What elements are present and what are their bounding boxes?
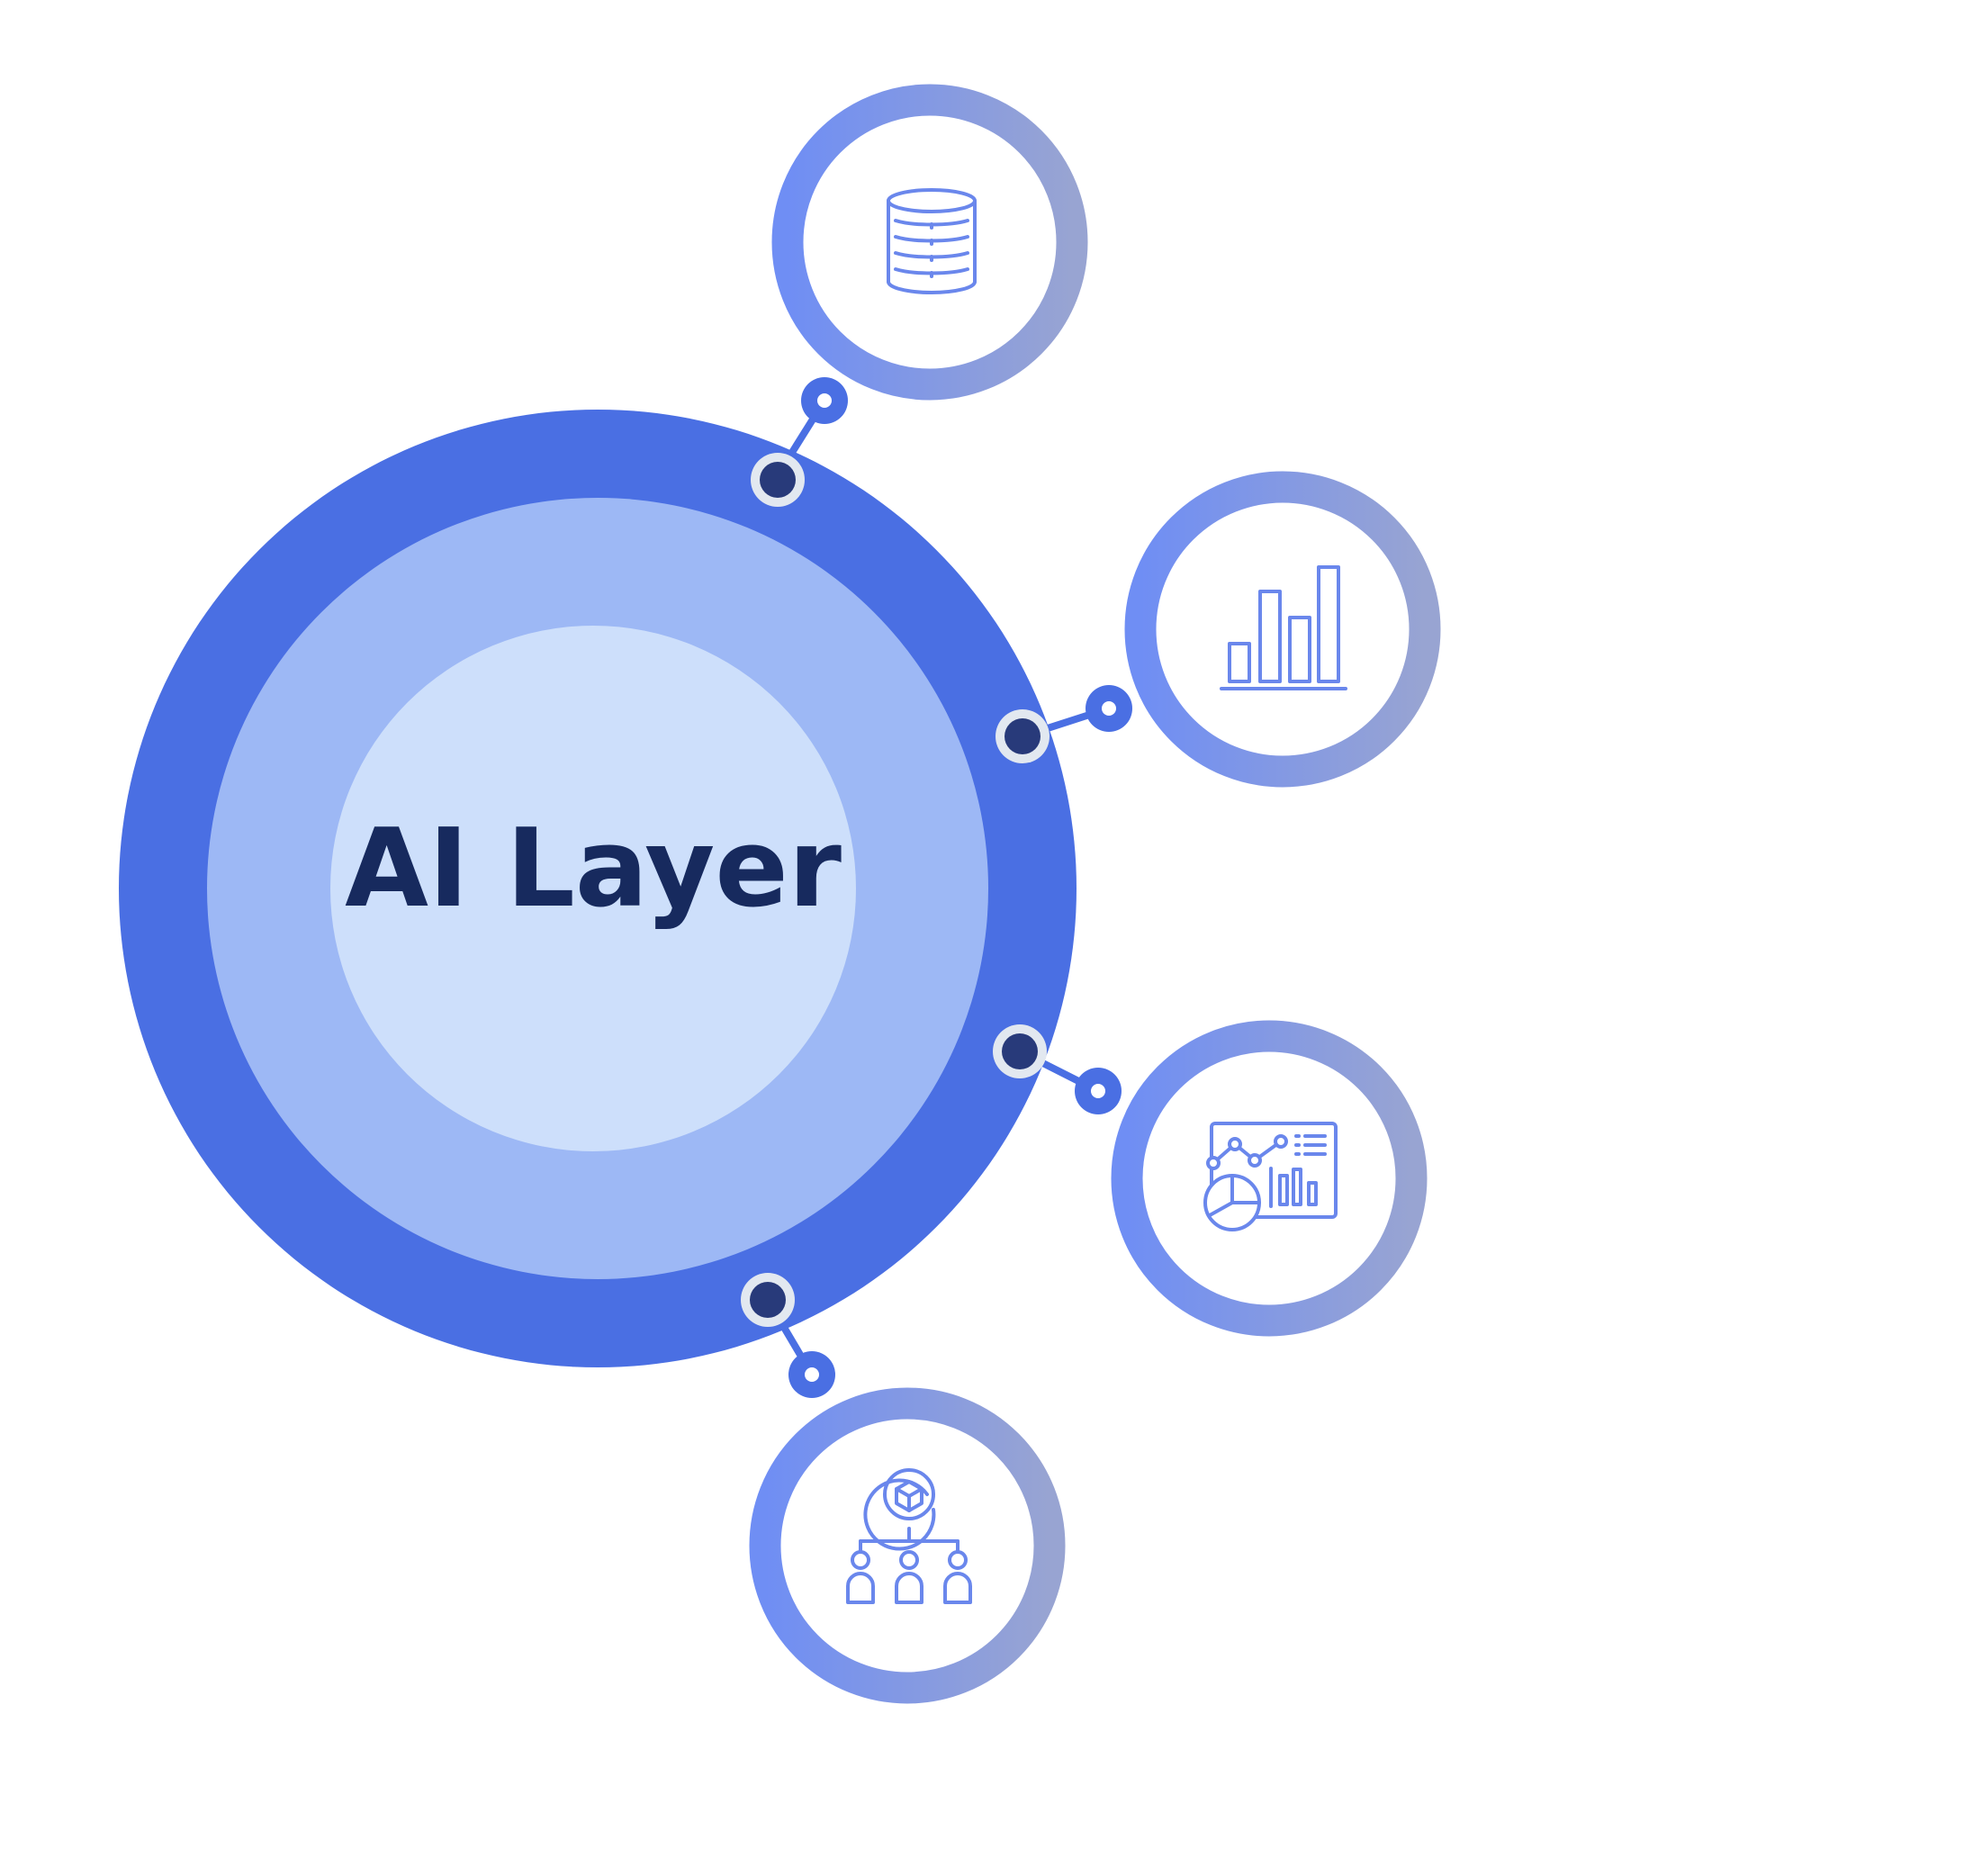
connector-database [751,377,848,507]
anchor-node-inner [1002,1033,1038,1069]
database-icon [887,188,977,294]
anchor-node-inner [1005,718,1041,754]
center-label: AI Layer [345,807,842,932]
satellite-bar-chart [1124,471,1441,788]
connector-end-dot [1091,1084,1105,1098]
connector-end-dot [805,1367,819,1382]
connector-end-dot [1102,701,1116,716]
satellite-database [771,84,1088,401]
connector-bar-chart [996,685,1132,763]
bar-chart-icon [1220,565,1347,690]
satellite-ring [749,1387,1066,1704]
anchor-node-inner [760,462,796,498]
connector-analytics [993,1024,1122,1114]
team-hierarchy-icon [846,1468,972,1604]
anchor-node-inner [750,1282,786,1318]
analytics-dashboard-icon [1203,1122,1338,1231]
connector-end-dot [817,393,832,408]
satellite-team [749,1387,1066,1704]
satellite-analytics [1111,1020,1428,1337]
connector-team [741,1273,835,1398]
inner-circle [330,626,856,1151]
satellite-ring [1124,471,1441,788]
core-circle-group: AI Layer [119,410,1077,1367]
